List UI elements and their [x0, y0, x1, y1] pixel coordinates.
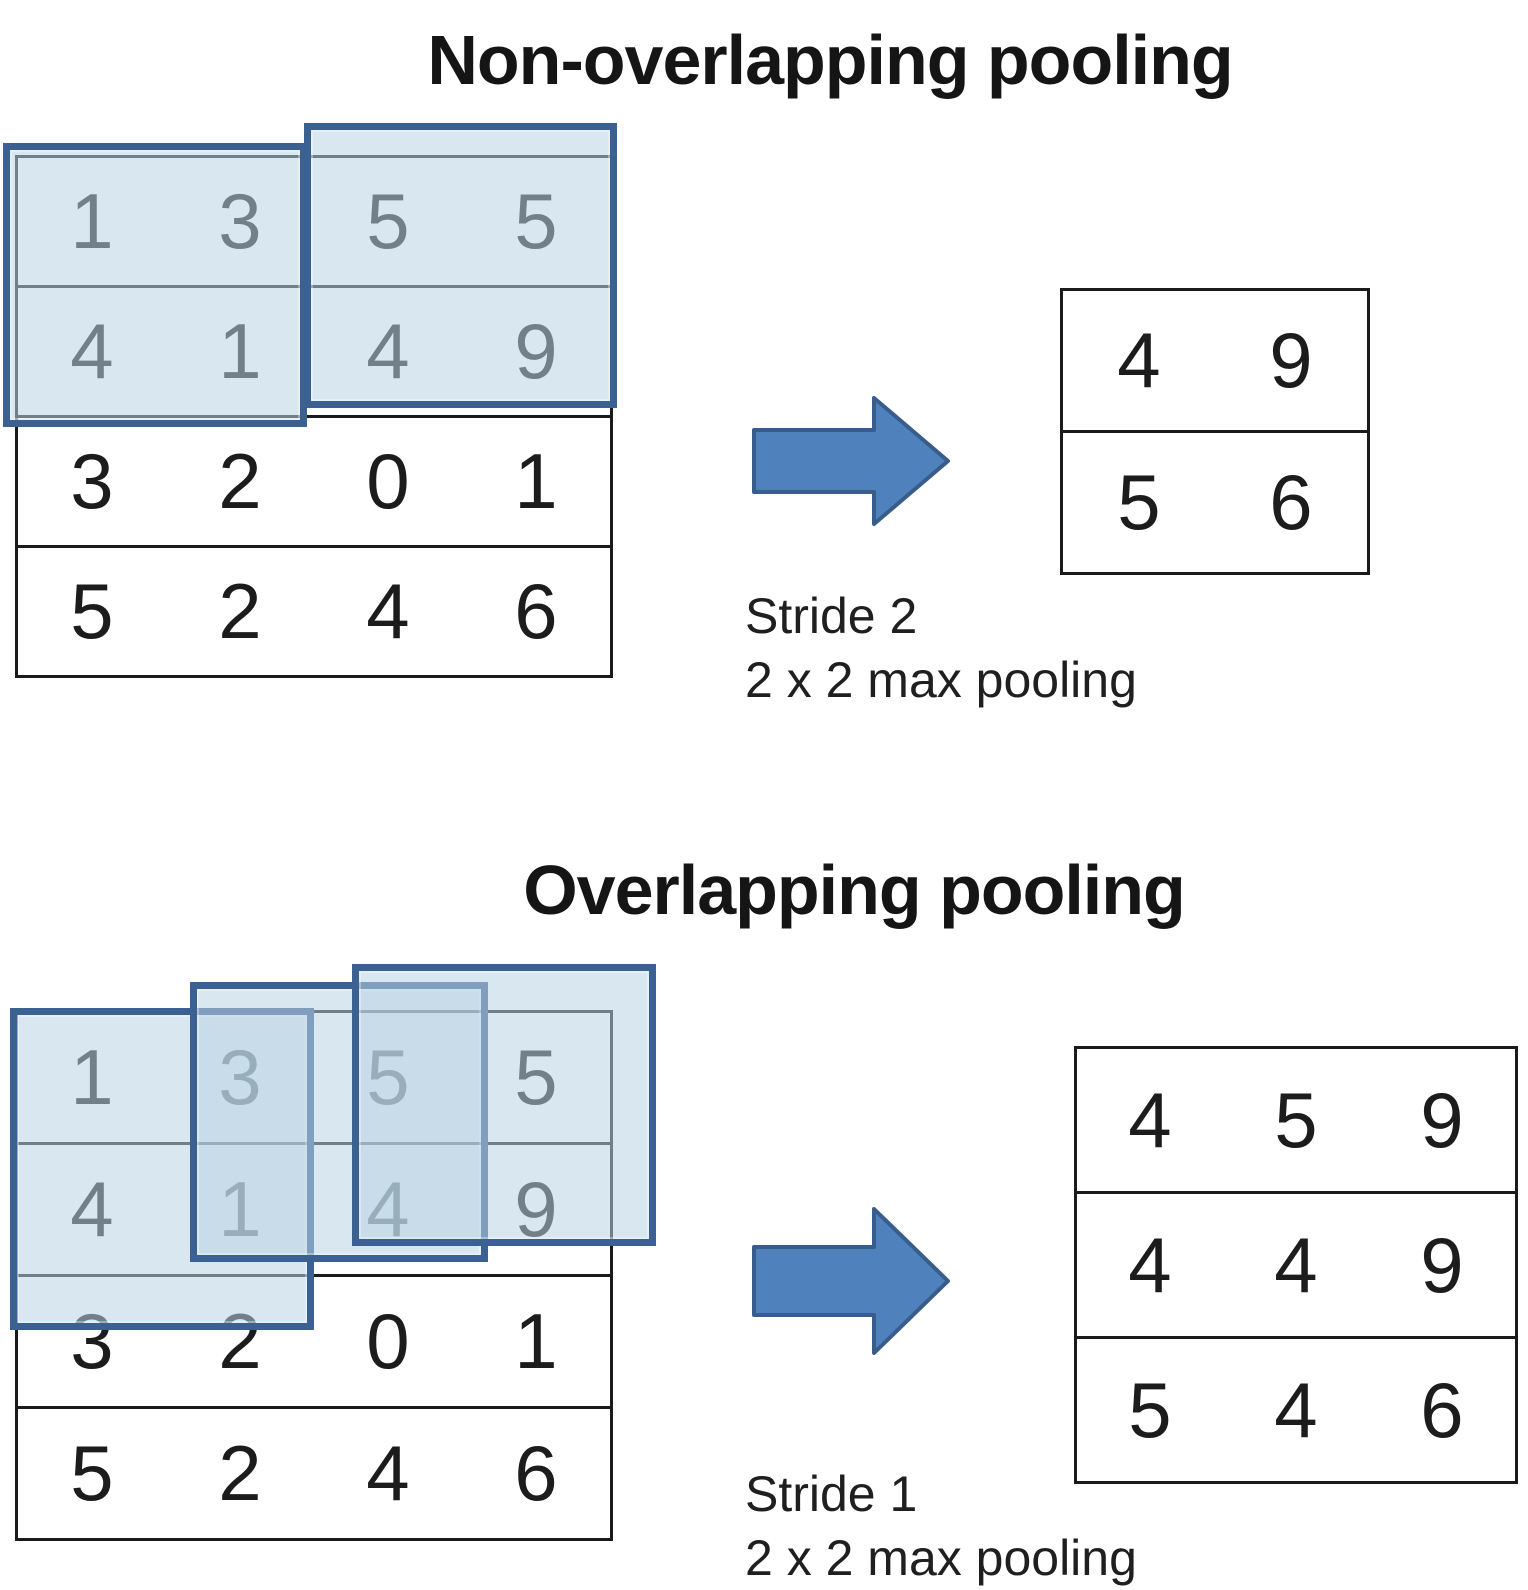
grid-cell: 6 [1369, 1339, 1515, 1481]
grid-cell: 0 [314, 418, 465, 548]
pooling-window-1 [3, 143, 307, 427]
grid-cell: 5 [1077, 1339, 1226, 1481]
pooling-window-3 [352, 964, 656, 1246]
grid-cell: 9 [1369, 1049, 1515, 1194]
arrow-icon [752, 396, 950, 526]
pooling-window-2 [304, 123, 617, 408]
arrow-icon [752, 1207, 950, 1355]
stride-label: Stride 2 [745, 588, 918, 644]
caption-non-overlapping: Stride 2 2 x 2 max pooling [745, 584, 1137, 712]
grid-cell: 6 [1215, 433, 1367, 572]
pooling-label: 2 x 2 max pooling [745, 652, 1137, 708]
grid-cell: 4 [314, 1409, 465, 1538]
caption-overlapping: Stride 1 2 x 2 max pooling [745, 1462, 1137, 1590]
grid-cell: 9 [1369, 1194, 1515, 1339]
grid-cell: 6 [462, 548, 610, 675]
grid-cell: 1 [462, 418, 610, 548]
grid-cell: 2 [166, 418, 317, 548]
grid-cell: 2 [166, 548, 317, 675]
section-title-non-overlapping: Non-overlapping pooling [427, 21, 1233, 99]
output-grid-non-overlapping: 4 9 5 6 [1060, 288, 1370, 575]
stride-label: Stride 1 [745, 1466, 918, 1522]
grid-cell: 4 [314, 548, 465, 675]
section-title-overlapping: Overlapping pooling [523, 851, 1186, 929]
output-grid-overlapping: 4 5 9 4 4 9 5 4 6 [1074, 1046, 1518, 1484]
pooling-label: 2 x 2 max pooling [745, 1530, 1137, 1586]
grid-cell: 4 [1077, 1194, 1226, 1339]
grid-cell: 5 [18, 1409, 169, 1538]
grid-cell: 9 [1215, 291, 1367, 433]
grid-cell: 3 [18, 418, 169, 548]
grid-cell: 1 [462, 1277, 610, 1409]
grid-cell: 2 [166, 1409, 317, 1538]
grid-cell: 5 [1063, 433, 1218, 572]
grid-cell: 5 [18, 548, 169, 675]
grid-cell: 4 [1223, 1339, 1372, 1481]
grid-cell: 6 [462, 1409, 610, 1538]
grid-cell: 4 [1077, 1049, 1226, 1194]
grid-cell: 0 [314, 1277, 465, 1409]
grid-cell: 4 [1063, 291, 1218, 433]
grid-cell: 4 [1223, 1194, 1372, 1339]
grid-cell: 5 [1223, 1049, 1372, 1194]
